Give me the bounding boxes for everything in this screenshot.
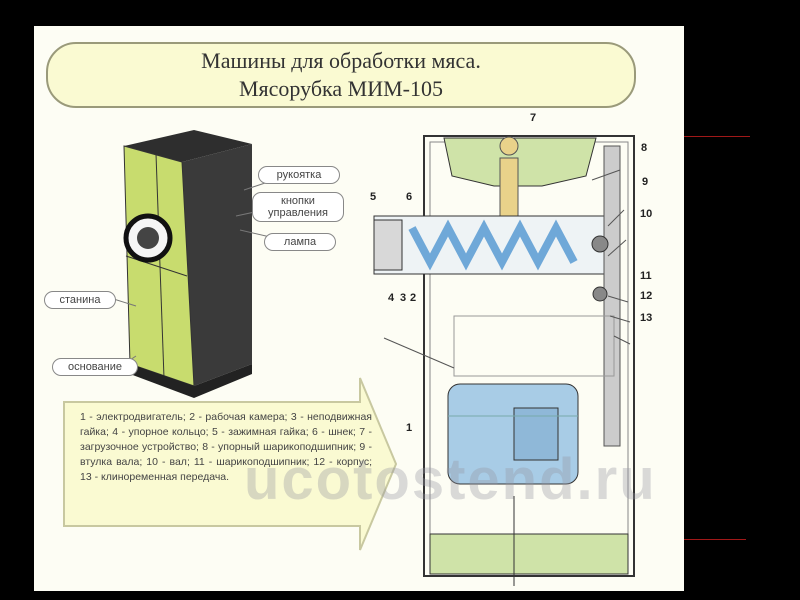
legend-arrow-shape bbox=[63, 377, 398, 551]
machine-base bbox=[130, 364, 252, 398]
poster: Машины для обработки мяса. Мясорубка МИМ… bbox=[34, 26, 684, 591]
part-number-5: 5 bbox=[370, 191, 377, 203]
title-line-1: Машины для обработки мяса. bbox=[201, 48, 481, 73]
hopper bbox=[443, 137, 597, 187]
part-number-1: 1 bbox=[406, 422, 413, 434]
part-number-7: 7 bbox=[530, 112, 537, 124]
part-number-6: 6 bbox=[406, 191, 413, 203]
red-line-bottom bbox=[684, 539, 746, 540]
label-base: основание bbox=[52, 358, 138, 376]
title-box: Машины для обработки мяса. Мясорубка МИМ… bbox=[46, 42, 636, 108]
part-number-3: 3 bbox=[400, 292, 407, 304]
label-handle: рукоятка bbox=[258, 166, 340, 184]
red-line-top bbox=[684, 136, 750, 137]
legend-text: 1 - электродвигатель; 2 - рабочая камера… bbox=[80, 411, 372, 483]
part-number-12: 12 bbox=[640, 290, 653, 302]
clamp-nut bbox=[373, 219, 403, 271]
watermark-text: ucotostend.ru bbox=[244, 447, 657, 512]
housing-outline bbox=[423, 135, 635, 577]
part-number-4: 4 bbox=[388, 292, 395, 304]
base-tray bbox=[429, 533, 629, 575]
label-lamp: лампа bbox=[264, 233, 336, 251]
part-number-10: 10 bbox=[640, 208, 653, 220]
part-number-9: 9 bbox=[642, 176, 649, 188]
title-line-2: Мясорубка МИМ-105 bbox=[238, 76, 443, 101]
machine-front bbox=[123, 145, 195, 387]
bearing bbox=[591, 235, 609, 253]
label-frame: станина bbox=[44, 291, 116, 309]
label-control-buttons: кнопки управления bbox=[252, 192, 344, 222]
ball-bearing bbox=[592, 286, 608, 302]
machine-side-dark bbox=[182, 144, 252, 386]
grinder-head-center bbox=[137, 227, 159, 249]
machine-exterior-illustration bbox=[103, 130, 293, 398]
part-number-13: 13 bbox=[640, 312, 653, 324]
auger-screw bbox=[408, 219, 578, 271]
part-number-2: 2 bbox=[410, 292, 417, 304]
part-number-8: 8 bbox=[641, 142, 648, 154]
cross-section-diagram bbox=[373, 135, 635, 586]
part-number-11: 11 bbox=[640, 270, 652, 282]
